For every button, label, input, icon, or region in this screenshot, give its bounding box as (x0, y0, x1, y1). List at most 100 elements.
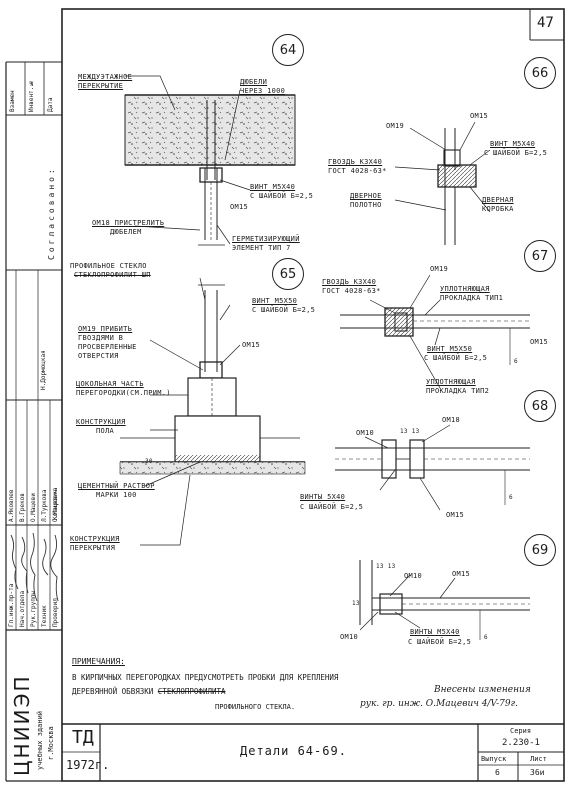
frame-label-2: коробка (482, 205, 514, 213)
dim-69-left: 13 (352, 600, 360, 607)
door-label-1: Дверное (350, 192, 382, 200)
nail-66-label-2: ГОСТ 4028-63* (328, 167, 387, 175)
floor-label-2: пола (96, 427, 115, 435)
floor-label-1: Конструкция (76, 418, 126, 426)
sheet-value: 36и (530, 768, 545, 777)
om15-66-label: ОМ15 (470, 112, 489, 120)
sheet-label: Лист (530, 755, 547, 763)
stamp-name-2: В.Греков (19, 493, 26, 522)
seal-label-2: элемент тип 7 (232, 244, 291, 252)
dims-69: 13 13 (376, 563, 396, 570)
dims-68: 13 13 (400, 428, 420, 435)
issue-label: Выпуск (481, 755, 507, 763)
issue-value: 6 (495, 768, 500, 777)
plinth-label-2: перегородки(см.прим.) (76, 389, 171, 397)
frame-label-1: Дверная (482, 196, 514, 204)
detail-66-marker: 66 (524, 57, 556, 89)
om19-65-label-3: просверленные (78, 343, 137, 351)
notes-line-2-strike: стеклопрофилита (157, 687, 226, 696)
dowel-label-1: Дюбели (240, 78, 268, 86)
om19-65-label-2: гвоздями в (78, 334, 124, 342)
om18-label-1: ОМ18 пристрелить (92, 219, 165, 227)
screw-66-label-2: с шайбой б=2,5 (484, 149, 548, 157)
om10-68-label: ОМ10 (356, 429, 375, 437)
stamp-agreed: Согласовано: (47, 166, 56, 260)
glass-label-1: Профильное стекло (70, 262, 147, 270)
om18-68-label: ОМ18 (442, 416, 461, 424)
screw-69-label-2: с шайбой б=2,5 (408, 638, 472, 646)
om15-69-label: ОМ15 (452, 570, 471, 578)
om10-69-bottom-label: ОМ10 (340, 633, 359, 641)
screw-67-label-2: с шайбой б=2,5 (424, 354, 488, 362)
stamp-name-3: О.Мацеви (30, 493, 37, 522)
screw-65-label-2: с шайбой б=2,5 (252, 306, 316, 314)
stamp-cell-inventory: Инвент.№ (28, 79, 35, 112)
screw-64-label-2: с шайбой б=2,5 (250, 192, 314, 200)
om15-68-label: ОМ15 (446, 511, 465, 519)
detail-65-marker: 65 (272, 258, 304, 290)
detail-68-marker: 68 (524, 390, 556, 422)
org-code: ТД (72, 727, 94, 748)
stamp-cell-replaces: Взамен (9, 90, 16, 112)
nail-67-label-1: Гвоздь К3х40 (322, 278, 377, 286)
detail-69-marker: 69 (524, 534, 556, 566)
screw-68-label-2: с шайбой б=2,5 (300, 503, 364, 511)
om19-65-label-1: ОМ19 прибить (78, 325, 133, 333)
screw-65-label-1: Винт М5х50 (252, 297, 298, 305)
signatures (10, 532, 59, 602)
stamp-cell-date: Дата (47, 97, 54, 112)
om19-65-label-4: отверстия (78, 352, 119, 360)
mortar-label-2: марки 100 (96, 491, 137, 499)
screw-67-label-1: Винт М5х50 (427, 345, 473, 353)
handwritten-note-2: рук. гр. инж. О.Мацевич 4/V-79г. (360, 699, 519, 709)
handwritten-note-1: Внесены изменения (434, 685, 531, 695)
series-value: 2.230-1 (502, 738, 540, 748)
slab-65-label-2: перекрытия (70, 544, 116, 552)
detail-64-marker: 64 (272, 34, 304, 66)
slab-label-1: Междуэтажное (78, 73, 133, 81)
notes-heading: Примечания: (72, 657, 125, 666)
om19-66-label: ОМ19 (386, 122, 405, 130)
notes-line-2: деревянной обвязки стеклопрофилита (72, 686, 226, 698)
nail-66-label-1: Гвоздь К3х40 (328, 158, 383, 166)
plinth-label-1: Цокольная часть (76, 380, 144, 388)
notes-line-1: В кирпичных перегородках предусмотреть п… (72, 673, 339, 682)
dowel-label-2: через 1000 (240, 87, 286, 95)
screw-66-label-1: Винт М5х40 (490, 140, 536, 148)
logo-sub-1: учебных зданий (36, 710, 44, 770)
gasket1-label-1: Уплотняющая (440, 285, 490, 293)
door-label-2: полотно (350, 201, 382, 209)
page-number: 47 (537, 15, 554, 31)
year: 1972г. (66, 758, 110, 772)
slab-65-label-1: Конструкция (70, 535, 120, 543)
om10-69-top-label: ОМ10 (404, 572, 423, 580)
om19-67-label: ОМ19 (430, 265, 449, 273)
detail-67-marker: 67 (524, 240, 556, 272)
gasket2-label-2: прокладка тип2 (426, 387, 490, 395)
stamp-extra-1: Н.Дормоцкая (40, 350, 47, 390)
screw-64-label-1: Винт М5х40 (250, 183, 296, 191)
dim-69: 6 (484, 634, 488, 641)
series-label: Серия (510, 727, 532, 735)
logo-name: ЦНИИЭП (10, 674, 34, 777)
screw-69-label-1: Винты М5х40 (410, 628, 460, 636)
dim-68: 6 (509, 494, 513, 501)
gasket2-label-1: Уплотняющая (426, 378, 476, 386)
om18-label-2: дюбелем (110, 228, 142, 236)
mortar-label-1: Цементный раствор (78, 482, 155, 490)
stamp-name-1: А.Яковлев (8, 489, 15, 522)
om15-65-label: ОМ15 (242, 341, 261, 349)
logo-sub-2: г.Москва (47, 726, 55, 760)
sheet-title: Детали 64-69. (240, 744, 347, 758)
om15-64-label: ОМ15 (230, 203, 249, 211)
om15-67-label: ОМ15 (530, 338, 549, 346)
gasket1-label-2: прокладка тип1 (440, 294, 504, 302)
notes-line-2-a: деревянной обвязки (72, 687, 154, 696)
stamp-name-4: Л.Туркова (41, 489, 48, 522)
nail-67-label-2: ГОСТ 4028-63* (322, 287, 381, 295)
dim-67: 6 (514, 358, 518, 365)
floor-dim: 30 (145, 458, 153, 465)
seal-label-1: Герметизирующий (232, 235, 300, 243)
